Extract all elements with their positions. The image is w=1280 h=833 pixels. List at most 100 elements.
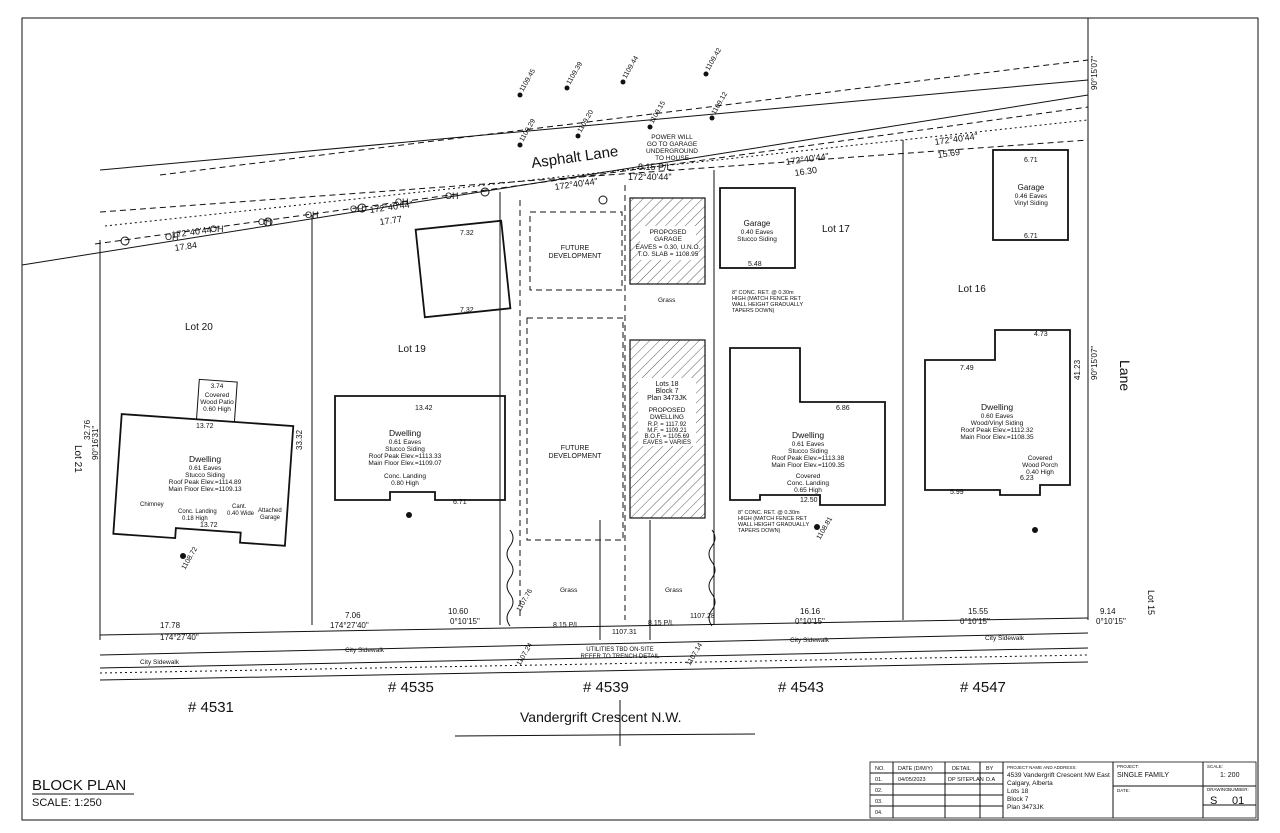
svg-text:Dwelling: Dwelling (189, 454, 221, 464)
svg-text:7.32: 7.32 (460, 307, 474, 314)
sidewalk-label: City Sidewalk (985, 635, 1025, 642)
lot16-dwelling-label: Dwelling 0.60 Eaves Wood/Vinyl Siding Ro… (960, 402, 1058, 476)
power-note: POWER WILL GO TO GARAGE UNDERGROUND TO H… (646, 134, 698, 162)
svg-text:BLOCK PLAN: BLOCK PLAN (32, 777, 126, 794)
svg-text:0.40 Wide: 0.40 Wide (227, 511, 255, 517)
lot-label: Lot 21 (72, 445, 83, 473)
svg-text:03.: 03. (875, 799, 883, 805)
svg-text:1107.31: 1107.31 (612, 629, 637, 636)
svg-text:6.71: 6.71 (453, 499, 467, 506)
sidewalk-label: City Sidewalk (140, 659, 180, 666)
svg-text:Stucco Siding: Stucco Siding (185, 472, 225, 479)
svg-text:B.O.F. = 1105.69: B.O.F. = 1105.69 (645, 434, 690, 440)
svg-text:DETAIL: DETAIL (952, 766, 971, 772)
lot17-dwelling-label: Dwelling 0.61 Eaves Stucco Siding Roof P… (771, 430, 845, 494)
front-dimensions: 17.78 174°27'40" 7.06 174°27'40" 10.60 0… (160, 607, 1126, 642)
svg-text:Dwelling: Dwelling (389, 428, 421, 438)
svg-text:Garage: Garage (1018, 183, 1045, 192)
svg-text:Block 7: Block 7 (656, 388, 679, 395)
address-4535: # 4535 (388, 679, 434, 696)
svg-text:1109.15: 1109.15 (649, 100, 668, 125)
svg-text:9.14: 9.14 (1100, 607, 1116, 616)
svg-text:174°27'40": 174°27'40" (160, 633, 199, 642)
svg-text:DP SITEPLAN: DP SITEPLAN (948, 777, 984, 783)
svg-text:1107.28: 1107.28 (690, 613, 715, 620)
title-block (869, 761, 1257, 819)
svg-text:Conc. Landing: Conc. Landing (178, 509, 217, 515)
power-poles (120, 187, 608, 246)
sidewalk-label: City Sidewalk (345, 647, 385, 654)
title-block-headers: NO. DATE (D/M/Y) DETAIL BY 01. 04/05/202… (875, 766, 996, 816)
svg-text:SINGLE FAMILY: SINGLE FAMILY (1117, 772, 1169, 779)
bearing-label: 172°40'44" (628, 172, 672, 182)
svg-text:Grass: Grass (665, 587, 683, 594)
bearing-label: 172°40'44" (369, 199, 414, 215)
svg-text:Covered: Covered (796, 473, 821, 480)
svg-text:0.18 High: 0.18 High (182, 516, 208, 522)
svg-text:POWER WILL: POWER WILL (651, 134, 693, 141)
svg-text:DATE:: DATE: (1117, 788, 1130, 793)
address-4547: # 4547 (960, 679, 1006, 696)
dim-label: 17.77 (379, 214, 403, 227)
svg-text:1109.45: 1109.45 (519, 68, 538, 93)
svg-text:Stucco Siding: Stucco Siding (788, 448, 828, 455)
title-block-project: PROJECT NAME AND ADDRESS: 4539 Vandergri… (1007, 764, 1249, 811)
svg-text:5.48: 5.48 (748, 261, 762, 268)
svg-text:PROPOSED: PROPOSED (649, 407, 686, 414)
svg-text:1107.14: 1107.14 (686, 642, 705, 667)
svg-text:0.40 Eaves: 0.40 Eaves (741, 229, 774, 236)
svg-text:12.50: 12.50 (800, 497, 818, 504)
svg-text:NUMBER:: NUMBER: (1228, 787, 1249, 792)
svg-text:15.55: 15.55 (968, 607, 989, 616)
svg-text:M.F. = 1109.21: M.F. = 1109.21 (647, 428, 687, 434)
svg-text:GARAGE: GARAGE (654, 236, 682, 243)
svg-text:Conc. Landing: Conc. Landing (384, 473, 426, 480)
svg-text:Conc. Landing: Conc. Landing (787, 480, 829, 487)
lot-label: Lot 19 (398, 344, 426, 355)
street-addresses: # 4531 # 4535 # 4539 # 4543 # 4547 (188, 679, 1006, 716)
block-plan-title: BLOCK PLAN SCALE: 1:250 (32, 777, 134, 809)
svg-text:DEVELOPMENT: DEVELOPMENT (549, 253, 603, 260)
svg-text:0°10'15": 0°10'15" (1096, 617, 1126, 626)
svg-text:1109.39: 1109.39 (566, 61, 585, 86)
svg-text:Covered: Covered (205, 392, 230, 399)
svg-text:0.46 Eaves: 0.46 Eaves (1015, 193, 1048, 200)
svg-text:5.99: 5.99 (950, 489, 964, 496)
address-4543: # 4543 (778, 679, 824, 696)
svg-text:R.P. = 1117.92: R.P. = 1117.92 (648, 422, 687, 428)
lot-label: Lot 17 (822, 224, 850, 235)
svg-text:0.80 High: 0.80 High (391, 480, 419, 487)
svg-text:EAVES = VARIES: EAVES = VARIES (643, 440, 691, 446)
svg-text:Calgary, Alberta: Calgary, Alberta (1007, 780, 1053, 787)
svg-text:SCALE:: SCALE: (1207, 764, 1223, 769)
svg-text:174°27'40": 174°27'40" (330, 621, 369, 630)
address-4539: # 4539 (583, 679, 629, 696)
svg-text:0.61 Eaves: 0.61 Eaves (189, 465, 222, 472)
svg-text:DWELLING: DWELLING (650, 414, 684, 421)
future-dev-label-top: FUTURE DEVELOPMENT (549, 245, 603, 260)
svg-text:D.A: D.A (986, 777, 996, 783)
oh-label: OH (445, 191, 459, 201)
svg-text:0.65 High: 0.65 High (794, 487, 822, 494)
dim-label: 17.84 (174, 240, 198, 253)
svg-text:8" CONC. RET. @ 0.30m: 8" CONC. RET. @ 0.30m (738, 510, 800, 516)
retaining-wall-note-1: 8" CONC. RET. @ 0.30m HIGH (MATCH FENCE … (732, 290, 804, 314)
svg-text:04.: 04. (875, 810, 883, 816)
svg-text:17.78: 17.78 (160, 621, 181, 630)
svg-text:3.74: 3.74 (211, 383, 224, 390)
svg-text:WALL HEIGHT GRADUALLY: WALL HEIGHT GRADUALLY (738, 522, 810, 528)
svg-text:0.61 Eaves: 0.61 Eaves (389, 439, 422, 446)
svg-text:Dwelling: Dwelling (792, 430, 824, 440)
svg-text:1109.12: 1109.12 (711, 91, 730, 116)
svg-text:6.23: 6.23 (1020, 475, 1034, 482)
svg-text:16.16: 16.16 (800, 607, 821, 616)
address-4531: # 4531 (188, 699, 234, 716)
oh-label: OH (210, 224, 224, 234)
svg-text:WALL HEIGHT GRADUALLY: WALL HEIGHT GRADUALLY (732, 302, 804, 308)
svg-text:DATE (D/M/Y): DATE (D/M/Y) (898, 766, 933, 772)
bearing-label: 172°40'44" (934, 131, 979, 147)
asphalt-lane-lines (21, 59, 1089, 266)
svg-text:01: 01 (1232, 795, 1244, 807)
svg-text:Grass: Grass (560, 587, 578, 594)
svg-text:Grass: Grass (658, 297, 676, 304)
